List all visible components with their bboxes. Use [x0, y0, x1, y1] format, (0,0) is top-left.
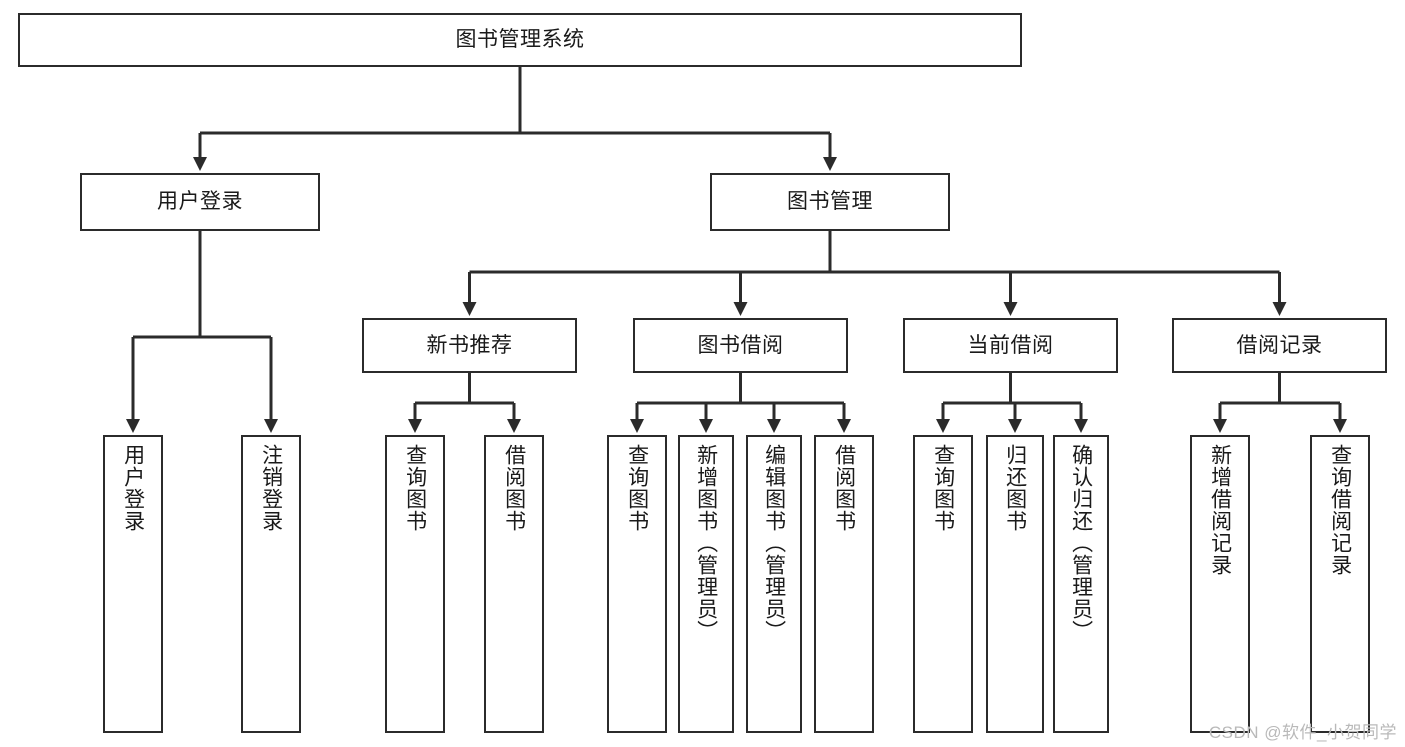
- node-current-borrow[interactable]: 当前借阅: [903, 318, 1118, 373]
- node-label: 归还图书: [1003, 444, 1027, 532]
- node-label: 图书借阅: [697, 333, 784, 357]
- node-label: 新增借阅记录: [1208, 444, 1232, 576]
- node-new-book-recommend[interactable]: 新书推荐: [362, 318, 577, 373]
- node-label: 用户登录: [157, 190, 243, 214]
- node-book-manage[interactable]: 图书管理: [710, 173, 950, 231]
- node-label: 编辑图书（管理员）: [762, 444, 786, 642]
- node-label: 查询图书: [403, 444, 427, 532]
- node-borrow-record[interactable]: 借阅记录: [1172, 318, 1387, 373]
- node-label: 借阅图书: [502, 444, 526, 532]
- node-label: 查询图书: [625, 444, 649, 532]
- node-label: 注销登录: [259, 444, 283, 532]
- node-leaf-query-book-borrow[interactable]: 查询图书: [607, 435, 667, 733]
- node-leaf-user-login[interactable]: 用户登录: [103, 435, 163, 733]
- node-label: 新增图书（管理员）: [694, 444, 718, 642]
- node-book-borrow[interactable]: 图书借阅: [633, 318, 848, 373]
- node-leaf-add-book-admin[interactable]: 新增图书（管理员）: [678, 435, 734, 733]
- node-label: 当前借阅: [967, 333, 1054, 357]
- node-leaf-query-book-rec[interactable]: 查询图书: [385, 435, 445, 733]
- node-label: 查询图书: [931, 444, 955, 532]
- node-label: 新书推荐: [426, 333, 513, 357]
- node-leaf-edit-book-admin[interactable]: 编辑图书（管理员）: [746, 435, 802, 733]
- node-leaf-borrow-book-borrow[interactable]: 借阅图书: [814, 435, 874, 733]
- watermark-credit: CSDN @软件_小贺同学: [1208, 723, 1397, 742]
- node-leaf-query-book-cur[interactable]: 查询图书: [913, 435, 973, 733]
- node-label: 查询借阅记录: [1328, 444, 1352, 576]
- node-label: 用户登录: [121, 444, 145, 532]
- node-leaf-return-book[interactable]: 归还图书: [986, 435, 1044, 733]
- node-label: 借阅记录: [1236, 333, 1323, 357]
- node-leaf-user-logout[interactable]: 注销登录: [241, 435, 301, 733]
- node-leaf-add-borrow-record[interactable]: 新增借阅记录: [1190, 435, 1250, 733]
- node-leaf-query-borrow-record[interactable]: 查询借阅记录: [1310, 435, 1370, 733]
- node-root[interactable]: 图书管理系统: [18, 13, 1022, 67]
- node-user-login[interactable]: 用户登录: [80, 173, 320, 231]
- node-label: 图书管理系统: [455, 28, 585, 52]
- node-label: 确认归还（管理员）: [1069, 444, 1093, 642]
- node-label: 借阅图书: [832, 444, 856, 532]
- node-leaf-confirm-return-admin[interactable]: 确认归还（管理员）: [1053, 435, 1109, 733]
- node-label: 图书管理: [787, 190, 873, 214]
- node-leaf-borrow-book-rec[interactable]: 借阅图书: [484, 435, 544, 733]
